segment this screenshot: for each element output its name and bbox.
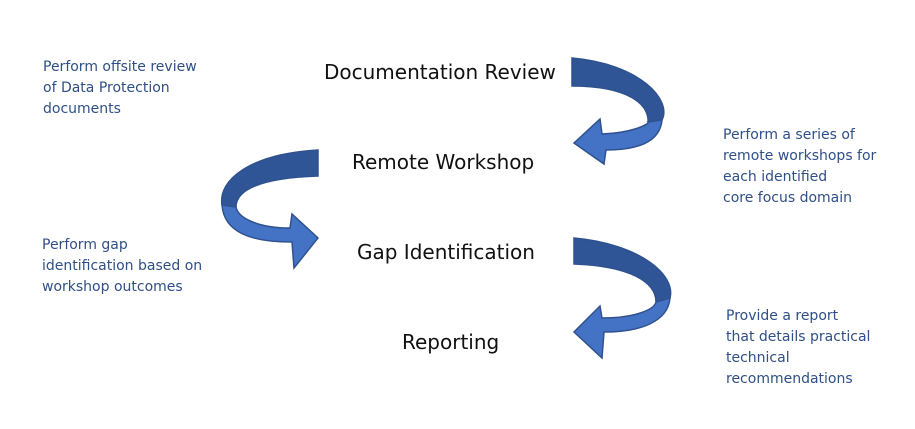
note-line: technical — [726, 350, 790, 366]
note-line: documents — [43, 101, 121, 117]
arrow-workshop-to-gap-shade — [221, 149, 319, 208]
step-remote-workshop: Remote Workshop — [352, 150, 535, 174]
note-line: remote workshops for — [723, 148, 877, 164]
note-line: of Data Protection — [43, 80, 170, 96]
arrow-doc-to-workshop-shade — [571, 57, 665, 126]
note-documentation-review: Perform offsite review of Data Protectio… — [43, 57, 197, 120]
note-gap-identification: Perform gap identification based on work… — [42, 235, 202, 298]
note-line: Provide a report — [726, 308, 839, 324]
step-reporting: Reporting — [402, 330, 500, 354]
note-line: Perform gap — [42, 237, 128, 253]
note-reporting: Provide a report that details practical … — [726, 306, 870, 390]
note-line: that details practical — [726, 329, 871, 345]
arrow-gap-to-reporting — [572, 237, 672, 360]
arrow-doc-to-workshop — [571, 57, 665, 166]
note-line: identification based on — [42, 258, 203, 274]
arrow-gap-to-reporting-head — [572, 296, 671, 360]
step-documentation-review: Documentation Review — [324, 60, 556, 84]
arrow-doc-to-workshop-head — [572, 117, 663, 166]
arrow-workshop-to-gap-head — [221, 204, 320, 270]
note-line: Perform a series of — [723, 127, 855, 143]
note-line: core focus domain — [723, 190, 853, 206]
note-remote-workshop: Perform a series of remote workshops for… — [723, 125, 876, 209]
arrow-gap-to-reporting-shade — [573, 237, 672, 303]
note-line: Perform offsite review — [43, 59, 197, 75]
step-gap-identification: Gap Identification — [357, 240, 535, 264]
note-line: recommendations — [726, 371, 853, 387]
note-line: each identified — [723, 169, 828, 185]
note-line: workshop outcomes — [42, 279, 183, 295]
arrow-workshop-to-gap — [221, 149, 320, 270]
